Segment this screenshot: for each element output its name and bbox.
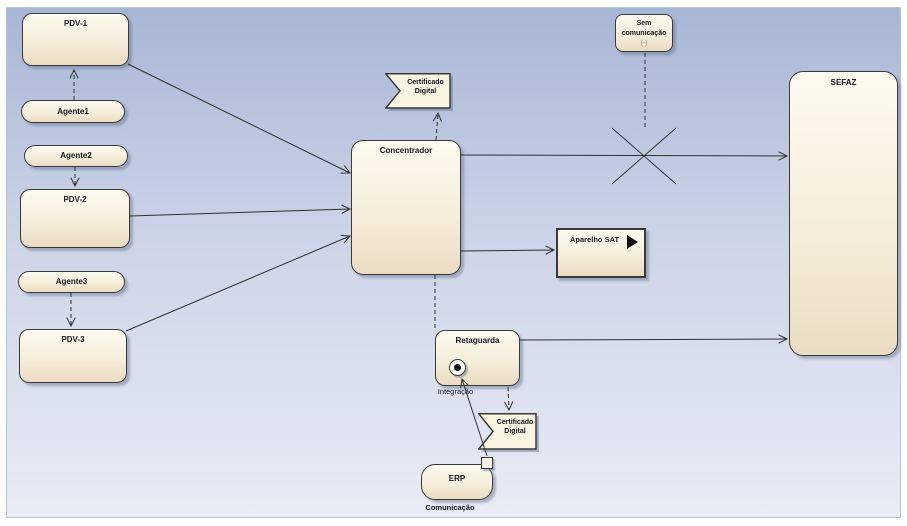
flag-label: Certificado Digital (407, 79, 444, 95)
node-agente2[interactable]: Agente2 (24, 145, 128, 167)
comunicacao-label: Comunicação (425, 503, 475, 512)
node-concentrador[interactable]: Concentrador (351, 140, 461, 275)
node-label: Agente1 (57, 106, 89, 116)
flag-label: Certificado Digital (496, 419, 534, 435)
node-sem-comunicacao[interactable]: Sem comunicação (-) (615, 14, 673, 52)
node-agente1[interactable]: Agente1 (21, 100, 125, 123)
integracao-interface-lollipop[interactable] (449, 359, 466, 376)
node-certificado-digital-top[interactable]: Certificado Digital (384, 73, 454, 112)
node-label: Sem comunicação (-) (621, 20, 667, 47)
node-label: Agente2 (60, 151, 92, 160)
node-label: Concentrador (379, 146, 433, 155)
node-agente3[interactable]: Agente3 (18, 271, 125, 293)
play-triangle-icon (627, 235, 638, 249)
flag-shape (384, 73, 453, 111)
node-label: Aparelho SAT (570, 235, 620, 244)
node-label: Agente3 (55, 277, 88, 286)
node-label: PDV-1 (63, 19, 88, 28)
erp-port[interactable] (481, 457, 493, 469)
node-erp[interactable]: ERP (421, 464, 493, 500)
node-certificado-digital-bottom[interactable]: Certificado Digital (477, 413, 540, 453)
node-pdv-1[interactable]: PDV-1 (22, 13, 129, 66)
flag-shape (477, 413, 539, 452)
node-aparelho-sat[interactable]: Aparelho SAT (556, 228, 646, 278)
node-label: PDV-3 (61, 335, 85, 344)
node-pdv-2[interactable]: PDV-2 (20, 189, 130, 248)
node-pdv-3[interactable]: PDV-3 (19, 329, 127, 383)
node-label: Retaguarda (455, 336, 500, 345)
node-sefaz[interactable]: SEFAZ (789, 71, 898, 356)
node-retaguarda[interactable]: Retaguarda (435, 330, 520, 386)
lollipop-dot-icon (454, 364, 461, 371)
node-label: PDV-2 (63, 195, 87, 204)
node-label: SEFAZ (830, 78, 857, 87)
node-label: ERP (448, 474, 466, 483)
integracao-label: Integração (437, 387, 474, 396)
